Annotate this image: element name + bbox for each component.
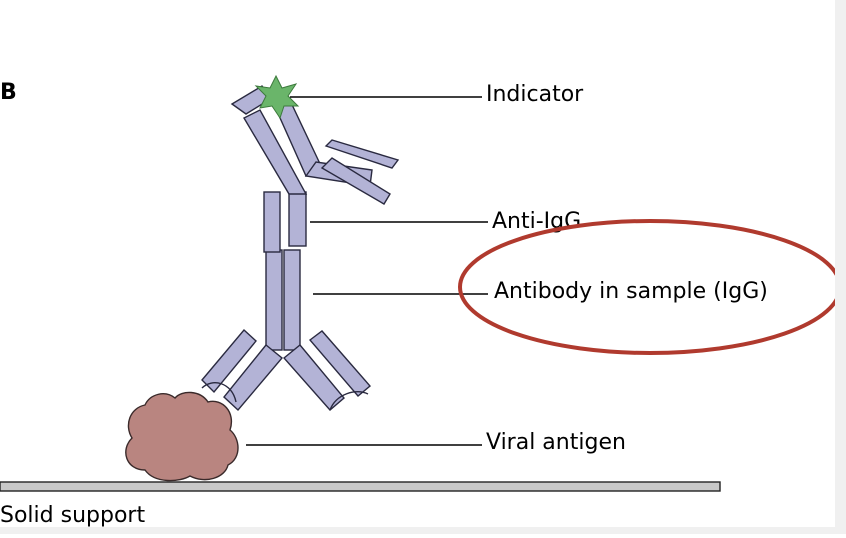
sample-arm-outer-right <box>308 330 371 397</box>
solid-support-label: Solid support <box>0 503 145 528</box>
anti-igg-stem <box>288 191 307 247</box>
solid-support-bar <box>0 481 721 492</box>
sample-arm-inner-left <box>223 344 283 412</box>
sample-arm-inner-right <box>282 344 345 411</box>
antibody-in-sample-label: Antibody in sample (IgG) <box>494 279 768 304</box>
anti-igg-antibody <box>230 85 400 253</box>
sample-heavy-chain-left <box>265 249 283 351</box>
viral-antigen-blob <box>125 391 239 482</box>
anti-igg-label: Anti-IgG <box>492 209 581 234</box>
anti-igg-side-arm-lower <box>320 157 391 205</box>
anti-igg-fragment-left <box>263 191 281 253</box>
anti-igg-long-arm-inner <box>243 109 308 195</box>
indicator-star-icon <box>254 74 300 120</box>
sample-heavy-chain-right <box>283 249 301 351</box>
sample-arm-outer-left <box>201 328 257 394</box>
bottom-edge <box>0 527 846 534</box>
scrollbar-track[interactable] <box>835 0 846 534</box>
indicator-label: Indicator <box>486 82 584 107</box>
viral-antigen-label: Viral antigen <box>486 430 626 455</box>
anti-igg-side-chain <box>324 139 400 169</box>
sample-antibody-igg <box>201 249 371 412</box>
panel-label: B <box>0 80 17 105</box>
